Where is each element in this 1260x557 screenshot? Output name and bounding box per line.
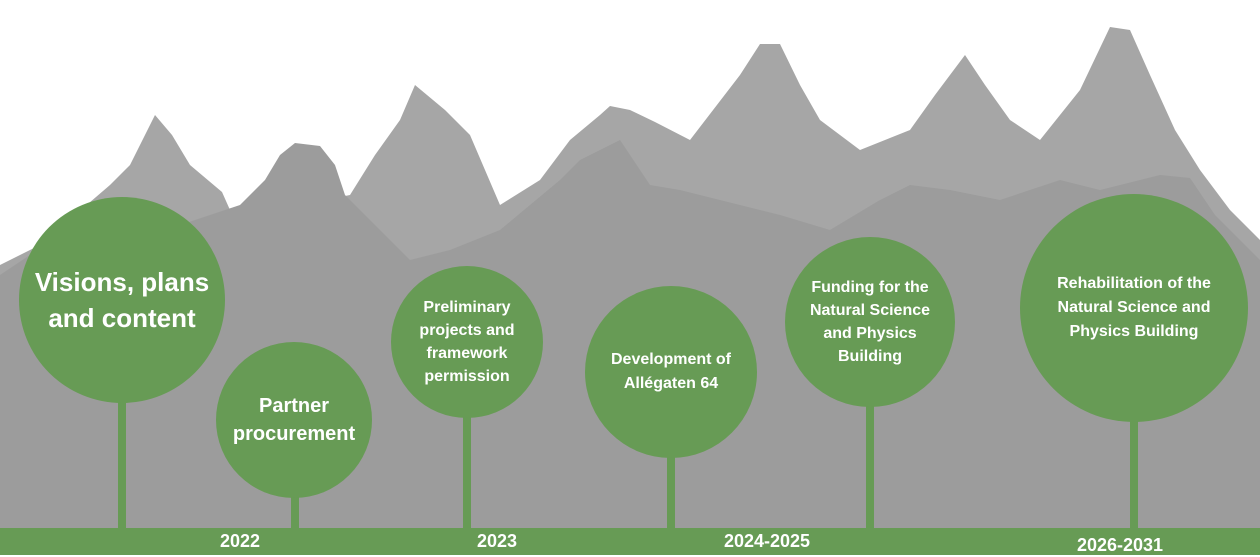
milestone-stem [291, 490, 299, 530]
milestone-stem [866, 400, 874, 530]
milestone-label: Rehabilitation of the Natural Science an… [1057, 275, 1211, 340]
year-label: 2022 [219, 531, 261, 551]
milestone-label: Visions, plans and content [34, 267, 210, 333]
milestone-stem [1130, 415, 1138, 530]
milestone-preliminary-projects: Preliminary projects and framework permi… [391, 266, 543, 418]
milestone-stem [667, 450, 675, 530]
milestone-visions: Visions, plans and content [19, 197, 225, 403]
milestone-stem [118, 395, 126, 530]
year-label: 2026-2031 [1076, 535, 1164, 555]
milestone-label: Partner procurement [232, 395, 356, 445]
milestone-funding: Funding for the Natural Science and Phys… [785, 237, 955, 407]
year-label: 2024-2025 [723, 531, 811, 551]
milestone-allegaten: Development of Allégaten 64 [585, 286, 757, 458]
year-label: 2023 [476, 531, 518, 551]
milestone-label: Development of Allégaten 64 [610, 351, 731, 392]
milestone-stem [463, 410, 471, 530]
timeline-bar [0, 528, 1260, 555]
milestone-label: Preliminary projects and framework permi… [419, 299, 515, 385]
milestone-label: Funding for the Natural Science and Phys… [809, 279, 931, 365]
milestone-rehabilitation: Rehabilitation of the Natural Science an… [1020, 194, 1248, 422]
milestone-partner-procurement: Partner procurement [216, 342, 372, 498]
